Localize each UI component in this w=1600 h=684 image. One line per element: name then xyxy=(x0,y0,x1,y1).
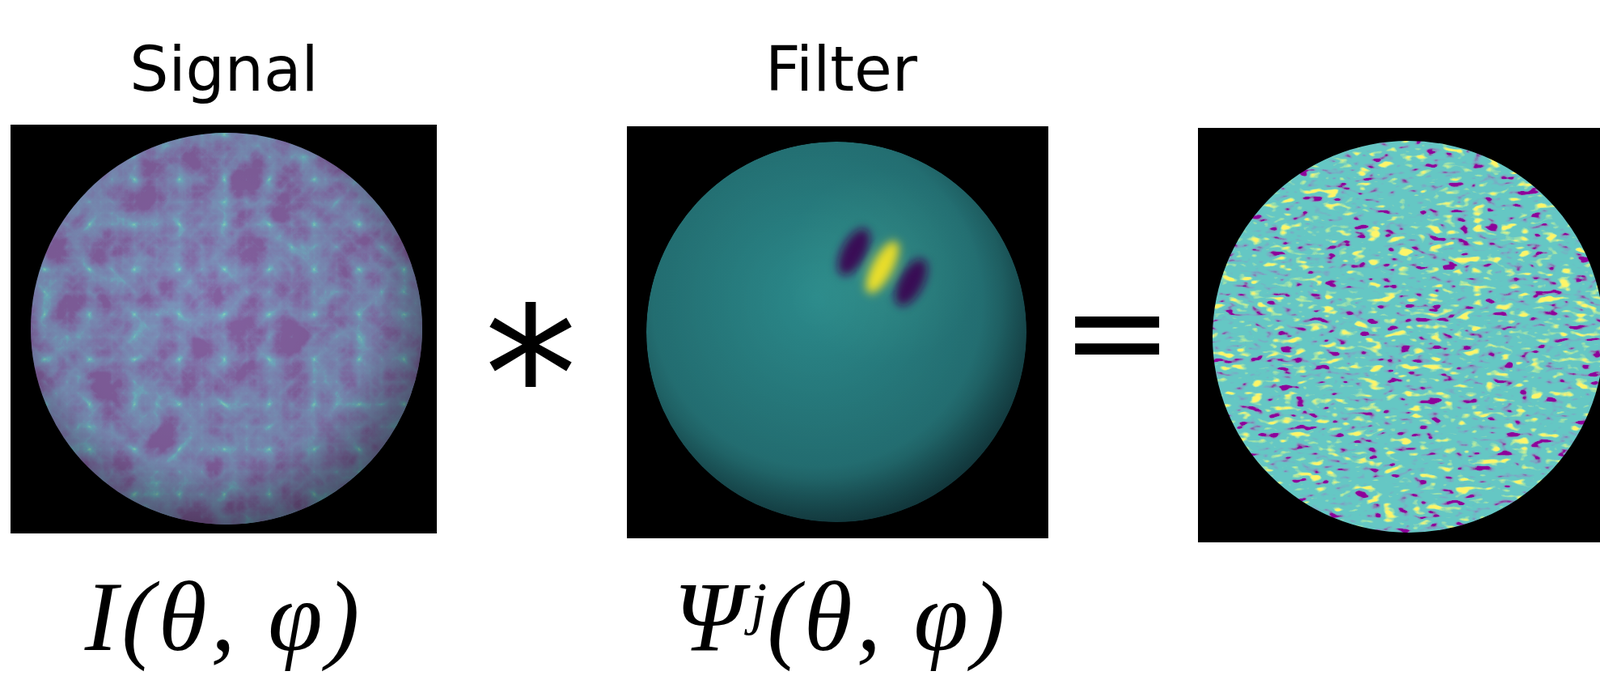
panel-group: FilterΨʲ(θ, φ) xyxy=(582,0,1101,684)
operator-symbol: * xyxy=(484,283,578,470)
math-label: Ψʲ(θ, φ) xyxy=(582,559,1101,674)
signal-sphere xyxy=(24,126,429,531)
math-label: I(θ, φ) xyxy=(0,559,475,674)
result-sphere xyxy=(1205,133,1600,542)
filter-sphere xyxy=(646,141,1027,522)
panel-group: SignalI(θ, φ) xyxy=(0,0,475,684)
operator-symbol: = xyxy=(1060,264,1173,399)
panel-title: Signal xyxy=(0,35,475,104)
panel-title: Filter xyxy=(582,35,1101,104)
panel xyxy=(626,126,1049,538)
panel xyxy=(10,124,437,534)
